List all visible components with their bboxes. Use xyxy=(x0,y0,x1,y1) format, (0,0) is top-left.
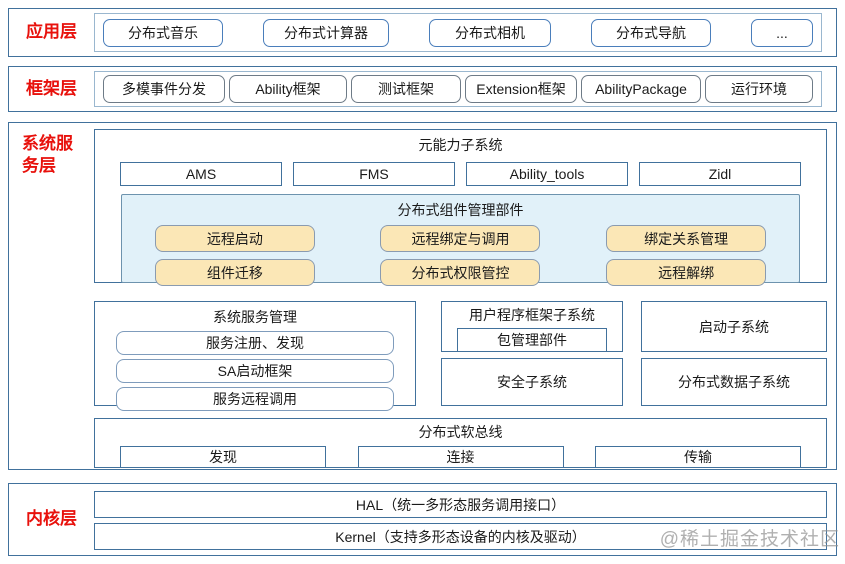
kernel-content: HAL（统一多形态服务调用接口） Kernel（支持多形态设备的内核及驱动） xyxy=(94,491,827,550)
distributed-component-title: 分布式组件管理部件 xyxy=(397,202,524,218)
dist-box-remote-bind: 远程绑定与调用 xyxy=(380,225,541,252)
svc-box-register-discover: 服务注册、发现 xyxy=(116,331,394,355)
app-box: 分布式导航 xyxy=(591,18,711,47)
mid-subsystems-grid: 系统服务管理 服务注册、发现 SA启动框架 服务远程调用 用户程序框架子系统 包… xyxy=(94,301,827,411)
framework-layer: 框架层 多模事件分发 Ability框架 测试框架 Extension框架 Ab… xyxy=(8,66,837,112)
meta-box-ams: AMS xyxy=(120,162,282,186)
app-box-more: ... xyxy=(751,18,813,47)
app-layer: 应用层 分布式音乐 分布式计算器 分布式相机 分布式导航 ... xyxy=(8,8,837,57)
framework-layer-label: 框架层 xyxy=(26,78,77,98)
framework-box: Ability框架 xyxy=(229,75,347,103)
softbus-row: 发现 连接 传输 xyxy=(95,442,826,468)
startup-subsystem: 启动子系统 xyxy=(641,301,827,352)
user-framework-subsystem: 用户程序框架子系统 包管理部件 xyxy=(441,301,623,352)
app-layer-label: 应用层 xyxy=(26,22,77,42)
meta-box-ability-tools: Ability_tools xyxy=(466,162,628,186)
system-service-content: 元能力子系统 AMS FMS Ability_tools Zidl 分布式组件管… xyxy=(94,129,827,469)
dist-box-bind-mgmt: 绑定关系管理 xyxy=(606,225,767,252)
system-service-mgmt: 系统服务管理 服务注册、发现 SA启动框架 服务远程调用 xyxy=(94,301,416,411)
softbus-section: 分布式软总线 发现 连接 传输 xyxy=(94,418,827,468)
softbus-transfer: 传输 xyxy=(595,446,801,468)
softbus-discover: 发现 xyxy=(120,446,326,468)
system-service-mgmt-title: 系统服务管理 xyxy=(213,309,297,325)
meta-box-fms: FMS xyxy=(293,162,455,186)
system-service-layer-label: 系统服务层 xyxy=(22,134,73,176)
dist-box-remote-unbind: 远程解绑 xyxy=(606,259,767,286)
softbus-connect: 连接 xyxy=(357,446,564,468)
meta-ability-subsystem: 元能力子系统 AMS FMS Ability_tools Zidl 分布式组件管… xyxy=(94,129,827,286)
kernel-layer-label: 内核层 xyxy=(26,509,77,529)
framework-box: AbilityPackage xyxy=(581,75,701,103)
meta-ability-row: AMS FMS Ability_tools Zidl xyxy=(95,155,826,186)
framework-box: Extension框架 xyxy=(465,75,577,103)
app-box: 分布式计算器 xyxy=(263,18,389,47)
dist-data-subsystem: 分布式数据子系统 xyxy=(641,358,827,406)
framework-box: 运行环境 xyxy=(705,75,813,103)
system-service-layer: 系统服务层 元能力子系统 AMS FMS Ability_tools Zidl … xyxy=(8,122,837,470)
kernel-box: Kernel（支持多形态设备的内核及驱动） xyxy=(94,523,827,550)
watermark: @稀土掘金技术社区 xyxy=(659,529,840,550)
distributed-component-grid: 远程启动 远程绑定与调用 绑定关系管理 组件迁移 分布式权限管控 远程解绑 xyxy=(122,220,799,286)
dist-box-permission: 分布式权限管控 xyxy=(380,259,541,286)
app-box: 分布式音乐 xyxy=(103,18,223,47)
svc-box-sa-framework: SA启动框架 xyxy=(116,359,394,383)
framework-box: 测试框架 xyxy=(351,75,461,103)
dist-box-migration: 组件迁移 xyxy=(154,259,315,286)
dist-box-remote-start: 远程启动 xyxy=(154,225,315,252)
svc-box-remote-call: 服务远程调用 xyxy=(116,387,394,411)
right-subsystems-grid: 用户程序框架子系统 包管理部件 启动子系统 安全子系统 分布式数据子系统 xyxy=(441,301,827,406)
package-mgmt-box: 包管理部件 xyxy=(457,328,607,352)
security-subsystem: 安全子系统 xyxy=(441,358,623,406)
meta-ability-title: 元能力子系统 xyxy=(418,137,503,153)
kernel-layer: 内核层 HAL（统一多形态服务调用接口） Kernel（支持多形态设备的内核及驱… xyxy=(8,483,837,556)
distributed-component-panel: 分布式组件管理部件 远程启动 远程绑定与调用 绑定关系管理 组件迁移 分布式权限… xyxy=(121,194,800,286)
framework-box: 多模事件分发 xyxy=(103,75,225,103)
app-box: 分布式相机 xyxy=(429,18,551,47)
user-framework-title: 用户程序框架子系统 xyxy=(469,307,595,323)
framework-layer-container: 多模事件分发 Ability框架 测试框架 Extension框架 Abilit… xyxy=(94,71,822,107)
meta-box-zidl: Zidl xyxy=(639,162,801,186)
hal-box: HAL（统一多形态服务调用接口） xyxy=(94,491,827,518)
app-layer-container: 分布式音乐 分布式计算器 分布式相机 分布式导航 ... xyxy=(94,13,822,52)
softbus-title: 分布式软总线 xyxy=(418,424,503,440)
